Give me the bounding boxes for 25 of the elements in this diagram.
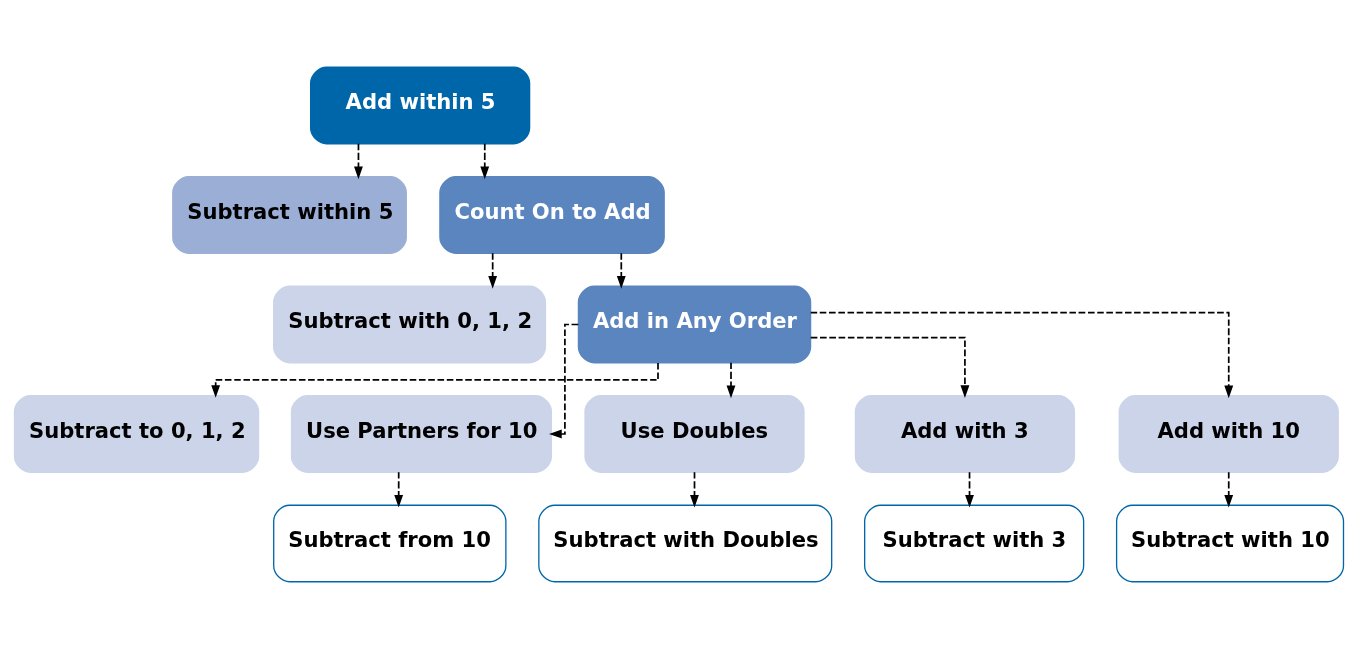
node-box: Subtract with 0, 1, 2 (273, 285, 547, 364)
node-box: Subtract within 5 (172, 176, 407, 254)
node-box: Subtract with 10 (1115, 504, 1345, 583)
node-box: Subtract to 0, 1, 2 (13, 395, 260, 473)
arrow (394, 471, 404, 508)
node-box: Subtract from 10 (273, 504, 507, 583)
arrow (809, 336, 970, 398)
arrow (726, 361, 736, 399)
arrow (1224, 471, 1234, 508)
node-box: Add with 10 (1118, 395, 1339, 473)
node-box: Subtract with Doubles (538, 504, 833, 583)
arrow (354, 142, 363, 180)
node-box: Subtract with 3 (864, 504, 1085, 583)
node-box: Add with 3 (854, 395, 1076, 473)
node-box: Use Doubles (584, 395, 805, 473)
node-box: Use Partners for 10 (290, 395, 553, 473)
node-box: Add in Any Order (577, 285, 812, 364)
arrow (616, 252, 626, 289)
arrow (480, 142, 490, 180)
node-box: Add within 5 (309, 66, 531, 145)
arrow (965, 471, 974, 508)
node-box: Count On to Add (439, 176, 665, 254)
arrow (809, 311, 1234, 399)
arrow (690, 471, 699, 508)
arrow (488, 252, 498, 289)
